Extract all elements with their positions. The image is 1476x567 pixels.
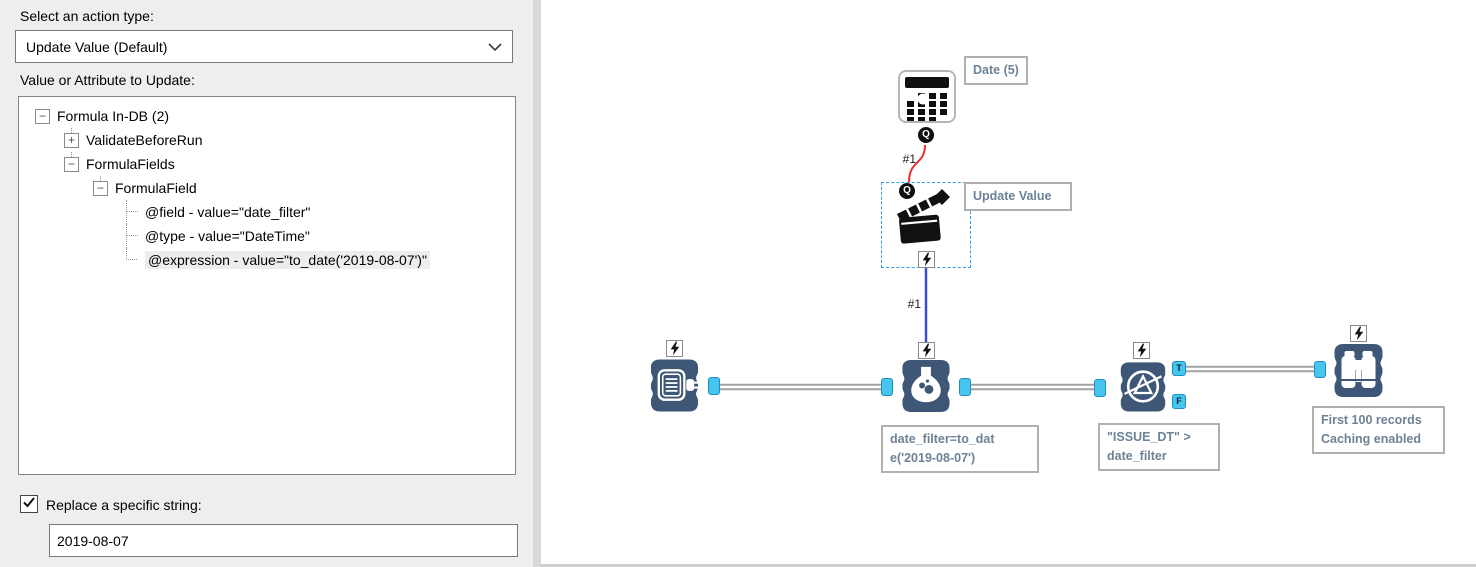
expand-icon[interactable]: +	[64, 127, 79, 148]
lightning-icon	[922, 252, 931, 267]
browse-indb-annotation[interactable]: First 100 records Caching enabled	[1312, 406, 1445, 454]
tree-item-label: Formula In-DB (2)	[57, 108, 170, 124]
connect-indb-lightning-badge	[666, 340, 683, 357]
tree-item-label: @expression - value="to_date('2019-08-07…	[145, 251, 430, 269]
formula-indb-output-anchor[interactable]	[959, 378, 971, 396]
filter-indb-annotation[interactable]: "ISSUE_DT" > date_filter	[1098, 423, 1220, 471]
update-value-tool[interactable]	[893, 186, 957, 255]
collapse-icon[interactable]: −	[64, 151, 79, 172]
tree-item-formula-indb[interactable]: − Formula In-DB (2)	[19, 104, 515, 128]
replace-string-label: Replace a specific string:	[46, 497, 202, 513]
connection-label: #1	[907, 297, 921, 311]
connect-indb-output-anchor[interactable]	[708, 377, 720, 395]
action-type-dropdown[interactable]: Update Value (Default)	[15, 30, 513, 63]
flask-icon	[902, 359, 950, 413]
lightning-icon	[1354, 326, 1363, 341]
date-tool[interactable]	[898, 70, 956, 128]
attribute-to-update-label: Value or Attribute to Update:	[20, 72, 195, 88]
filter-indb-tool[interactable]	[1118, 358, 1168, 420]
browse-indb-input-anchor[interactable]	[1314, 361, 1326, 378]
connection-date-to-action[interactable]	[908, 144, 926, 183]
tree-item-label: FormulaFields	[86, 156, 175, 172]
tree-item-validatebeforerun[interactable]: + ValidateBeforeRun	[19, 127, 515, 152]
chevron-down-icon	[488, 39, 502, 55]
collapse-icon[interactable]: −	[35, 108, 50, 124]
lightning-icon	[922, 343, 931, 358]
connection-label: #1	[902, 152, 916, 166]
calendar-icon	[898, 70, 956, 123]
date-tool-annotation[interactable]: Date (5)	[964, 56, 1028, 85]
filter-indb-input-anchor[interactable]	[1094, 379, 1106, 397]
connections-layer	[719, 144, 1316, 391]
clapperboard-icon	[897, 189, 950, 244]
panel-canvas-divider[interactable]	[533, 0, 541, 567]
formula-indb-input-anchor-left[interactable]	[881, 378, 893, 396]
tree-connector	[126, 248, 140, 272]
formula-indb-input-anchor[interactable]	[918, 342, 935, 359]
action-config-panel: Select an action type: Update Value (Def…	[0, 0, 533, 567]
action-type-selected-value: Update Value (Default)	[26, 38, 168, 55]
date-output-anchor-q[interactable]: Q	[918, 127, 934, 143]
browse-indb-tool[interactable]	[1331, 342, 1386, 403]
database-plug-icon	[650, 359, 699, 412]
replace-string-input[interactable]	[49, 524, 518, 557]
tree-item-type-attr[interactable]: @type - value="DateTime"	[19, 224, 515, 248]
collapse-icon[interactable]: −	[93, 175, 108, 196]
update-value-input-anchor-q[interactable]: Q	[899, 183, 915, 199]
tree-item-label: @field - value="date_filter"	[145, 204, 311, 220]
filter-icon	[1120, 362, 1166, 412]
lightning-icon	[1137, 343, 1146, 358]
filter-indb-lightning-badge	[1133, 342, 1150, 359]
update-value-output-anchor[interactable]	[918, 251, 935, 268]
tree-item-label: ValidateBeforeRun	[86, 132, 203, 148]
tree-item-field-attr[interactable]: @field - value="date_filter"	[19, 200, 515, 224]
lightning-icon	[670, 341, 679, 356]
update-value-annotation[interactable]: Update Value	[964, 182, 1072, 211]
filter-indb-true-anchor[interactable]: T	[1172, 361, 1186, 376]
tree-item-label: @type - value="DateTime"	[145, 228, 310, 244]
tree-item-expression-attr[interactable]: @expression - value="to_date('2019-08-07…	[19, 248, 515, 272]
formula-indb-annotation[interactable]: date_filter=to_dat e('2019-08-07')	[881, 425, 1039, 473]
tree-item-label: FormulaField	[115, 180, 197, 196]
canvas-bottom-border	[541, 564, 1476, 567]
tree-connector	[126, 200, 140, 224]
tree-connector	[126, 224, 140, 248]
formula-indb-tool[interactable]	[899, 358, 953, 418]
tree-item-formulafields[interactable]: − FormulaFields	[19, 151, 515, 176]
replace-string-checkbox[interactable]	[20, 495, 38, 513]
browse-indb-lightning-badge	[1350, 325, 1367, 342]
attribute-tree: − Formula In-DB (2) + ValidateBeforeRun …	[18, 96, 516, 475]
tree-item-formulafield[interactable]: − FormulaField	[19, 175, 515, 200]
filter-indb-false-anchor[interactable]: F	[1172, 394, 1186, 409]
binoculars-icon	[1334, 344, 1383, 397]
connect-indb-tool[interactable]	[648, 357, 701, 418]
checkmark-icon	[23, 495, 35, 513]
workflow-canvas[interactable]: Q Date (5) #1 Q Update Value	[541, 0, 1476, 567]
action-type-label: Select an action type:	[20, 8, 154, 24]
